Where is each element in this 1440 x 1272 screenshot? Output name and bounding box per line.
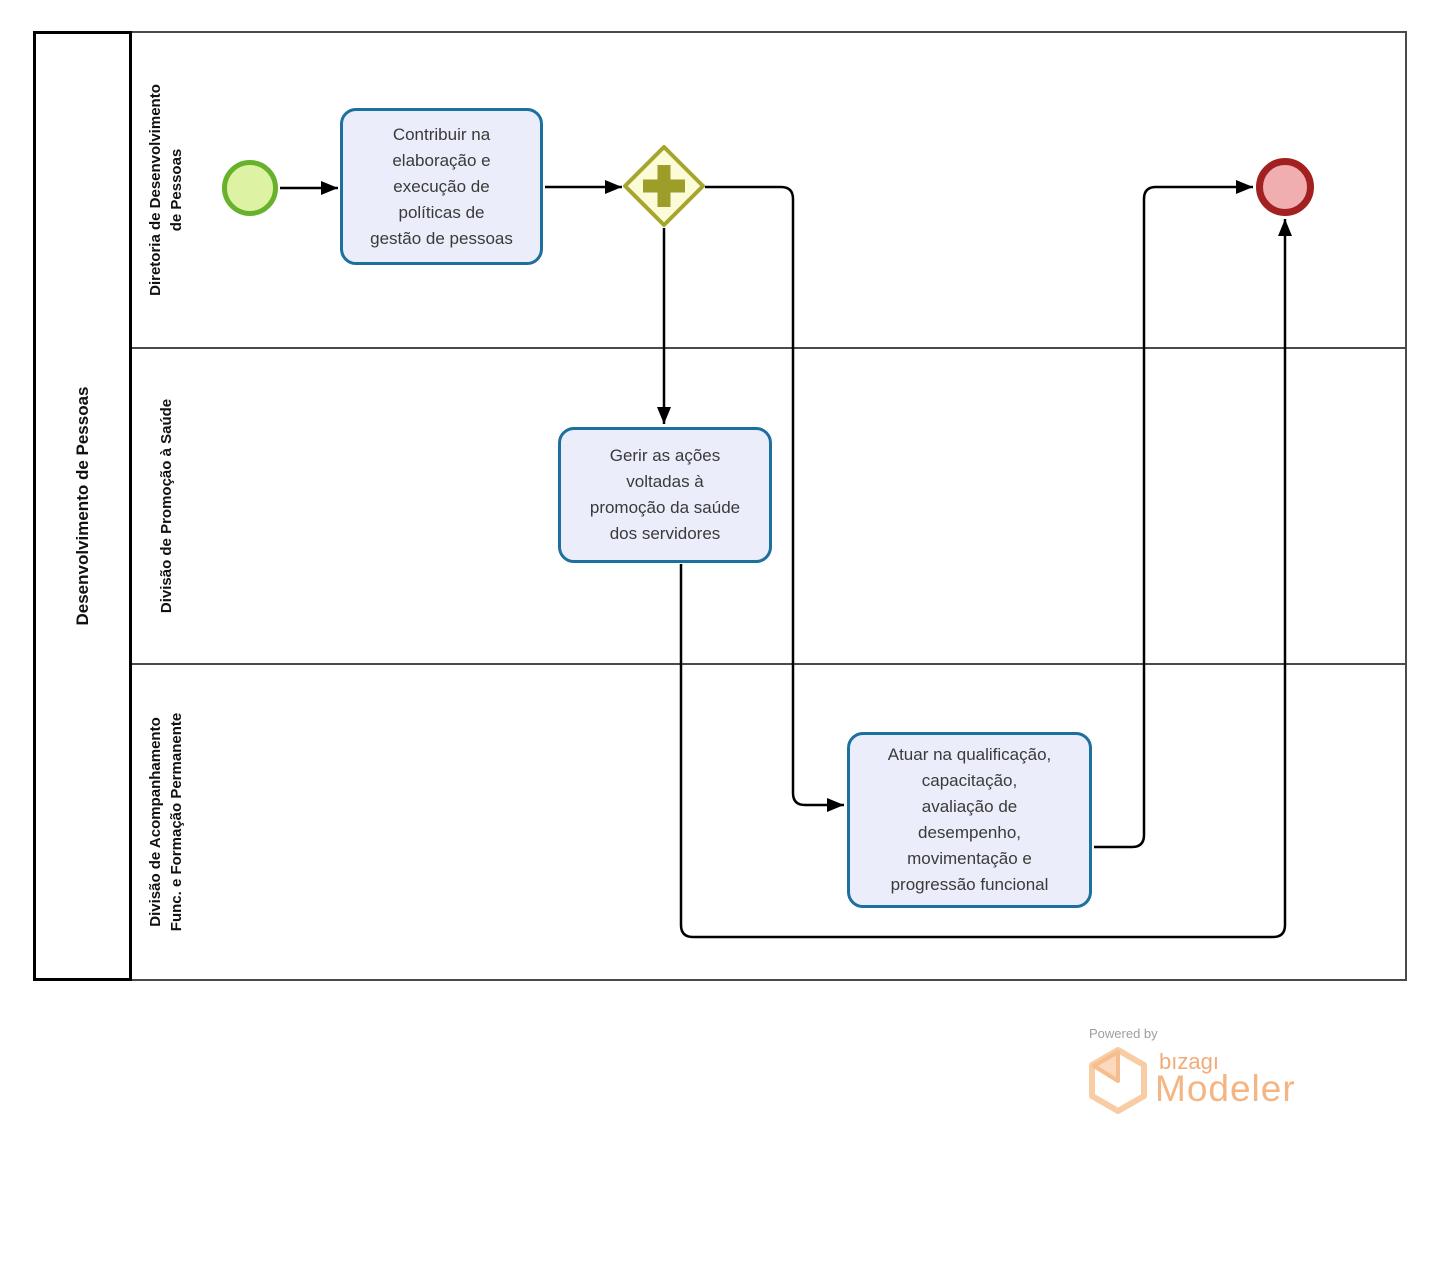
bizagi-logo-icon: [1087, 1046, 1149, 1121]
parallel-gateway[interactable]: [620, 142, 708, 230]
lane-label: Divisão de Acompanhamento Func. e Formaç…: [147, 712, 185, 932]
lane-header-diretoria: Diretoria de Desenvolvimento de Pessoas: [132, 33, 200, 347]
powered-by-label: Powered by: [1089, 1026, 1158, 1041]
task-atuar-qualificacao[interactable]: Atuar na qualificação, capacitação, aval…: [847, 732, 1092, 908]
pool-title: Desenvolvimento de Pessoas: [72, 386, 92, 626]
task-label: Gerir as ações voltadas à promoção da sa…: [589, 446, 741, 543]
bizagi-brand-label: bızagı: [1159, 1049, 1219, 1074]
task-contribuir-politicas[interactable]: Contribuir na elaboração e execução de p…: [340, 108, 543, 265]
lane-label: Diretoria de Desenvolvimento de Pessoas: [147, 84, 185, 296]
lane-divider-2: [132, 663, 1407, 665]
modeler-product-label: Modeler: [1155, 1068, 1296, 1109]
lane-divider-1: [132, 347, 1407, 349]
lane-header-promocao-saude: Divisão de Promoção à Saúde: [132, 349, 200, 663]
start-event[interactable]: [222, 160, 278, 216]
pool-header: Desenvolvimento de Pessoas: [33, 31, 132, 981]
task-label: Contribuir na elaboração e execução de p…: [370, 124, 513, 248]
task-label: Atuar na qualificação, capacitação, aval…: [887, 745, 1052, 894]
parallel-gateway-icon: [623, 145, 705, 227]
lane-header-acompanhamento: Divisão de Acompanhamento Func. e Formaç…: [132, 665, 200, 979]
lane-label: Divisão de Promoção à Saúde: [157, 398, 175, 614]
end-event[interactable]: [1256, 158, 1314, 216]
task-gerir-acoes-saude[interactable]: Gerir as ações voltadas à promoção da sa…: [558, 427, 772, 563]
